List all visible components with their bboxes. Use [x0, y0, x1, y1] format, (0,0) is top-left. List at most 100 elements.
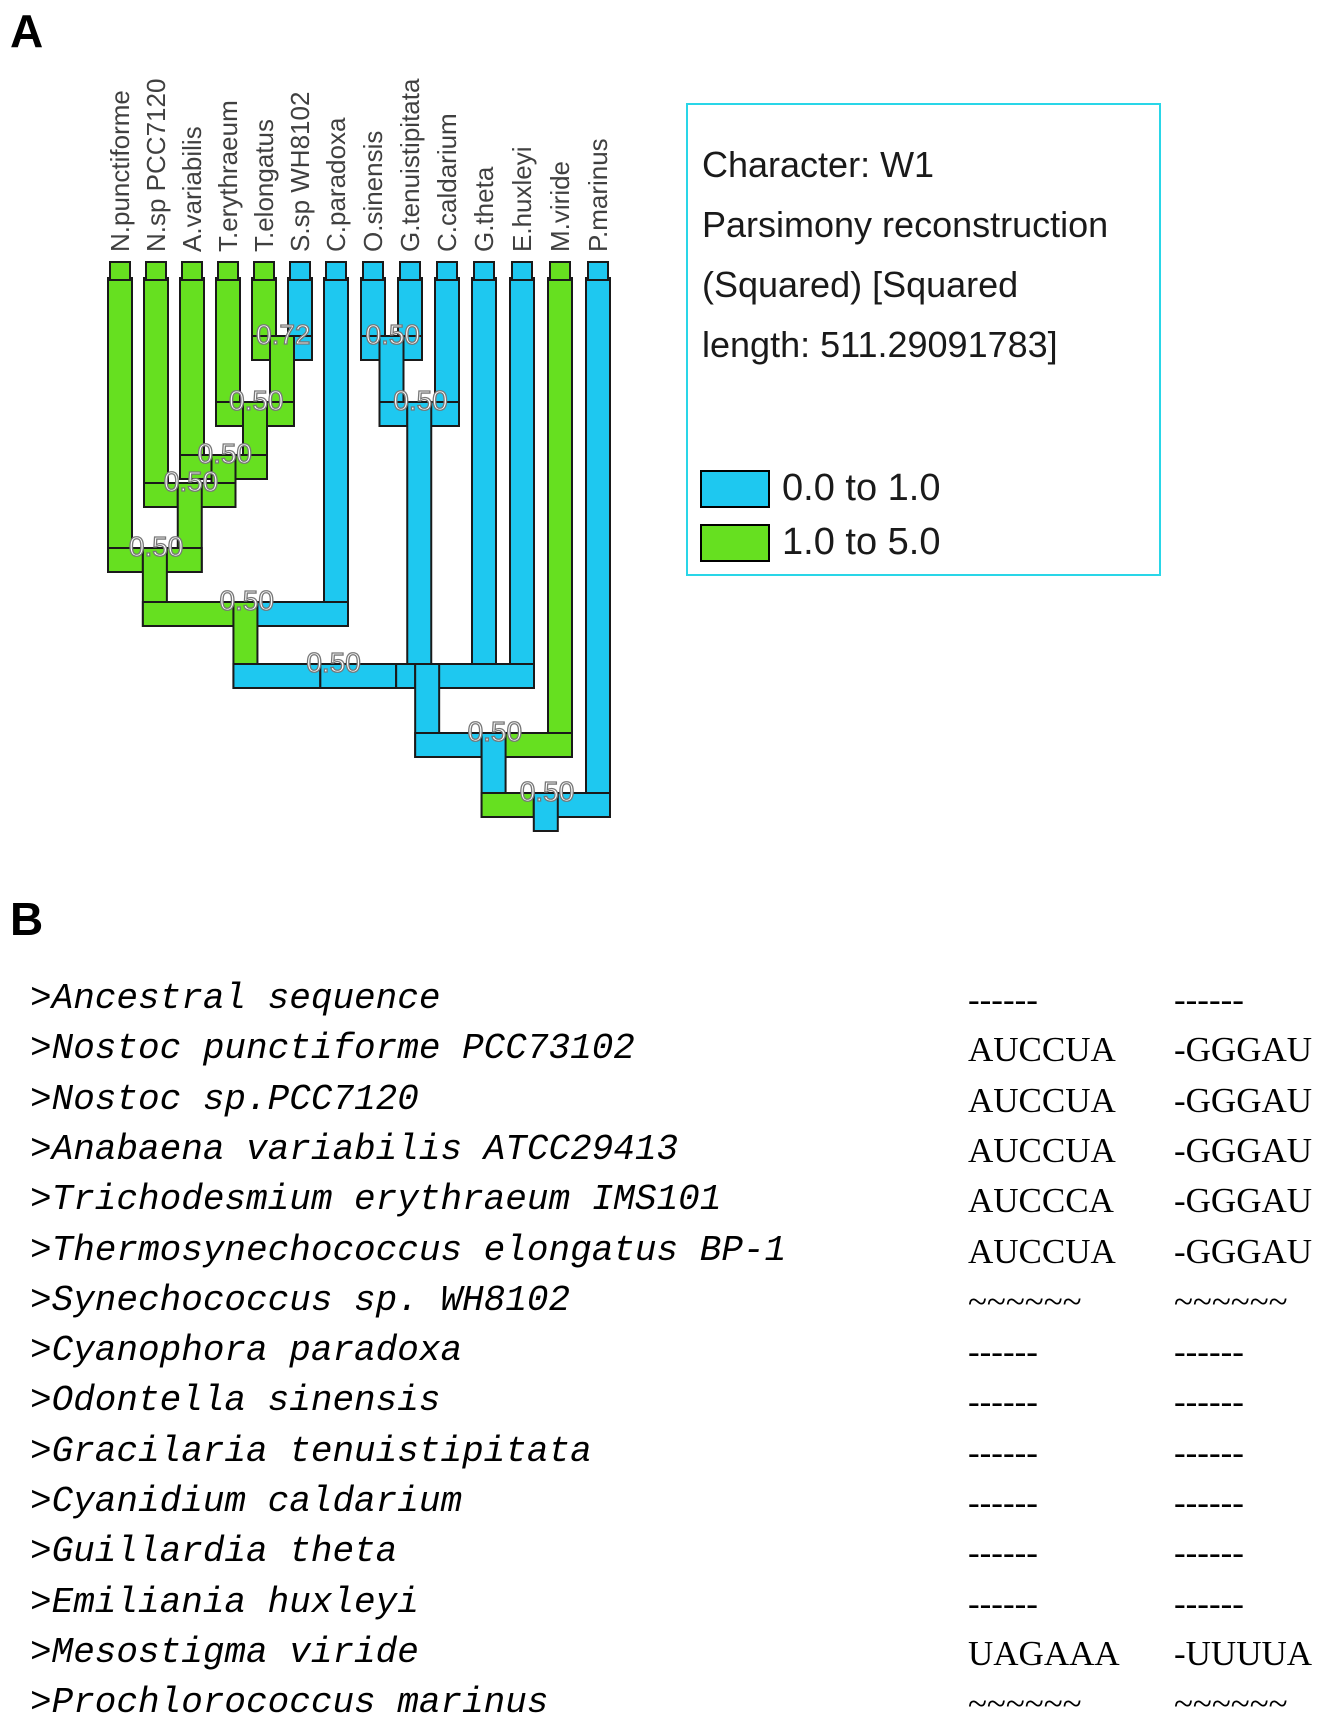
sequence-segment-2: -GGGAU: [1174, 1080, 1313, 1120]
taxon-label: T.erythraeum: [213, 100, 243, 252]
tip-marker: [253, 261, 275, 281]
sequence-row: >Thermosynechococcus elongatus BP-1 AUCCU…: [30, 1230, 1330, 1280]
legend-caption: Character: W1 Parsimony reconstruction (…: [702, 135, 1157, 375]
sequence-name: >Cyanophora paradoxa: [30, 1330, 463, 1372]
legend-entry-label: 0.0 to 1.0: [782, 467, 941, 509]
sequence-segment-2: ------: [1174, 1483, 1244, 1522]
sequence-segment-1: AUCCUA: [968, 1231, 1116, 1271]
node-support-label: 0.50: [129, 531, 184, 562]
node-support-label: 0.50: [229, 385, 284, 416]
node-support-label: 0.50: [306, 647, 361, 678]
sequence-segment-1: ~~~~~~: [968, 1281, 1082, 1321]
sequence-segment-1: AUCCUA: [968, 1080, 1116, 1120]
tip-marker: [145, 261, 167, 281]
node-support-label: 0.50: [468, 716, 523, 747]
legend-entry-green: 1.0 to 5.0: [700, 521, 940, 564]
sequence-row: >Guillardia theta ------ ------: [30, 1531, 1330, 1581]
sequence-row: >Emiliania huxleyi------------: [30, 1582, 1330, 1632]
sequence-segment-1: ------: [968, 1533, 1038, 1573]
legend-swatch-green: [700, 523, 770, 562]
sequence-segment-2: ------: [1174, 1432, 1244, 1472]
sequence-segment-2: ------: [1174, 1583, 1244, 1623]
taxon-label: E.huxleyi: [507, 147, 537, 253]
legend-entry-blue: 0.0 to 1.0: [700, 467, 940, 510]
tip-marker: [436, 261, 458, 281]
sequence-name: >Prochlorococcus marinus: [30, 1682, 549, 1724]
node-support-label: 0.50: [366, 319, 421, 350]
sequence-segment-2: ------: [1174, 1382, 1244, 1422]
sequence-segment-1: AUCCUA: [968, 1130, 1116, 1170]
sequence-segment-2: -UUUUA: [1174, 1633, 1313, 1673]
taxon-label: G.theta: [469, 166, 499, 252]
legend-line-length: length: 511.29091783]: [702, 324, 1058, 365]
node-support-label: 0.50: [198, 438, 253, 469]
node-support-label: 0.50: [164, 466, 219, 497]
sequence-name: >Anabaena variabilis ATCC29413: [30, 1128, 679, 1170]
node-support-label: 0.50: [219, 585, 274, 616]
sequence-row: >Synechococcus sp. WH8102~~~~~~~~~~~~: [30, 1280, 1330, 1330]
node-support-label: 0.72: [256, 319, 311, 350]
sequence-row: >Cyanophora paradoxa ------ ------: [30, 1330, 1330, 1380]
taxon-label: C.caldarium: [432, 113, 462, 252]
legend-line-squared: (Squared) [Squared: [702, 264, 1019, 305]
sequence-name: >Guillardia theta: [30, 1531, 398, 1573]
sequence-segment-1: ------: [968, 1332, 1038, 1372]
sequence-name: >Nostoc sp.PCC7120: [30, 1078, 419, 1120]
sequence-name: >Mesostigma viride: [30, 1631, 419, 1673]
taxon-label: A.variabilis: [177, 126, 207, 252]
tip-marker: [181, 261, 203, 281]
tip-marker: [289, 261, 311, 281]
sequence-row: >Anabaena variabilis ATCC29413 AUCCUA -GGG…: [30, 1129, 1330, 1179]
sequence-name: >Synechococcus sp. WH8102: [30, 1279, 571, 1321]
panel-a-letter: A: [10, 5, 44, 57]
sequence-row: >Cyanidium caldarium------------: [30, 1481, 1330, 1531]
sequence-segment-1: ~~~~~~: [968, 1684, 1082, 1724]
taxon-label: N.sp PCC7120: [141, 79, 171, 252]
sequence-segment-2: ------: [1174, 980, 1244, 1019]
sequence-name: >Ancestral sequence: [30, 978, 441, 1019]
sequence-name: >Cyanidium caldarium: [30, 1481, 463, 1522]
tip-marker: [109, 261, 131, 281]
sequence-name: >Thermosynechococcus elongatus BP-1: [30, 1229, 787, 1271]
sequence-segment-1: ------: [968, 980, 1038, 1019]
sequence-row: >Mesostigma viride UAGAAA -UUUUA: [30, 1632, 1330, 1682]
sequence-segment-2: -GGGAU: [1174, 1130, 1313, 1170]
taxon-label: S.sp WH8102: [285, 92, 315, 252]
sequence-row: >Prochlorococcus marinus ~~~~~~ ~~~~~~: [30, 1682, 1330, 1732]
sequence-segment-1: AUCCUA: [968, 1030, 1116, 1070]
legend: Character: W1 Parsimony reconstruction (…: [686, 103, 1161, 576]
taxon-label: M.viride: [545, 161, 575, 252]
tip-marker: [325, 261, 347, 281]
sequence-segment-2: ------: [1174, 1332, 1244, 1372]
sequence-name: >Nostoc punctiforme PCC73102: [30, 1028, 635, 1070]
sequence-row: >Gracilaria tenuistipitata ------ ------: [30, 1431, 1330, 1481]
sequence-segment-1: ------: [968, 1382, 1038, 1422]
node-support-label: 0.50: [520, 776, 575, 807]
taxon-label: T.elongatus: [249, 119, 279, 252]
sequence-row: >Nostoc sp.PCC7120 AUCCUA -GGGAU: [30, 1079, 1330, 1129]
sequence-row: >Nostoc punctiforme PCC73102 AUCCUA -GGGAU: [30, 1028, 1330, 1078]
tip-marker: [399, 261, 421, 281]
legend-line-character: Character: W1: [702, 144, 935, 185]
sequence-segment-1: ------: [968, 1432, 1038, 1472]
tip-marker: [473, 261, 495, 281]
taxon-label: P.marinus: [583, 138, 613, 252]
sequence-name: >Gracilaria tenuistipitata: [30, 1430, 592, 1472]
sequence-segment-1: UAGAAA: [968, 1633, 1120, 1673]
panel-b-letter: B: [10, 893, 44, 945]
taxon-label: N.punctiforme: [105, 90, 135, 252]
sequence-segment-2: -GGGAU: [1174, 1030, 1313, 1070]
sequence-row: >Odontella sinensis ------ ------: [30, 1380, 1330, 1430]
tip-marker: [549, 261, 571, 281]
sequence-segment-2: ~~~~~~: [1174, 1684, 1288, 1724]
taxon-label: G.tenuistipitata: [395, 78, 425, 252]
sequence-segment-2: ------: [1174, 1533, 1244, 1573]
legend-swatch-blue: [700, 469, 770, 508]
taxon-label: C.paradoxa: [321, 117, 351, 252]
tip-marker: [217, 261, 239, 281]
sequence-row: >Ancestral sequence ------ ------: [30, 978, 1330, 1028]
sequence-segment-1: AUCCCA: [968, 1181, 1114, 1221]
sequence-name: >Odontella sinensis: [30, 1380, 441, 1422]
